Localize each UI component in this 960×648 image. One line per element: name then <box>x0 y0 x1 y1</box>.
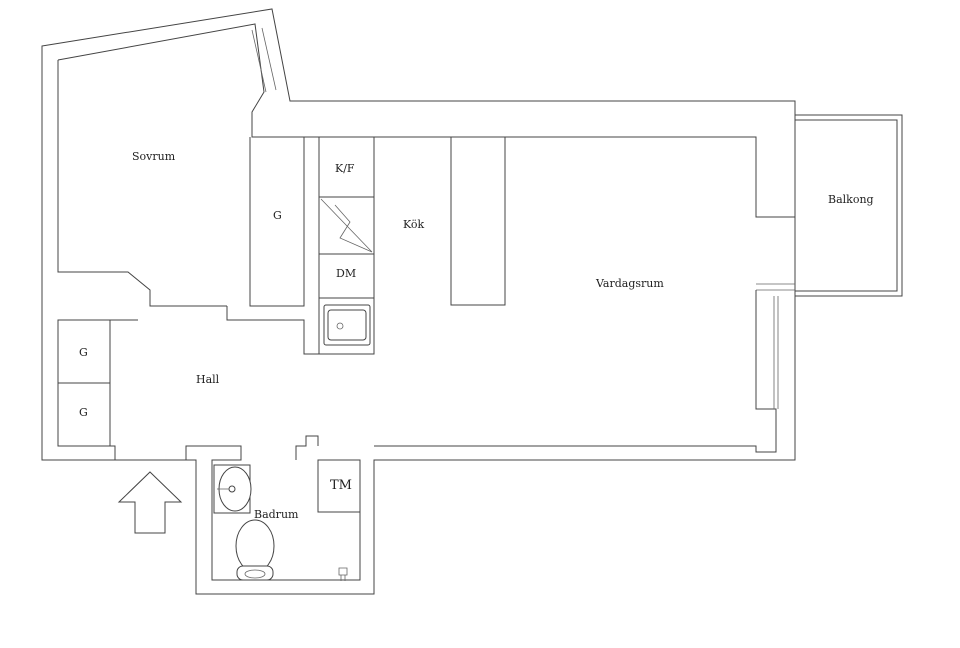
room-label-vardagsrum: Vardagsrum <box>595 277 664 290</box>
fixture-label-kf: K/F <box>335 162 355 175</box>
kitchen-counter <box>318 136 375 355</box>
bathroom-fixtures <box>213 464 348 581</box>
balcony-outline <box>756 114 903 297</box>
closet-label-g-upper: G <box>79 346 88 359</box>
fixture-label-dm: DM <box>336 267 356 280</box>
fixture-label-tm: TM <box>330 478 352 493</box>
bathroom-walls <box>185 435 361 581</box>
entrance-arrow-icon <box>117 471 183 534</box>
room-label-balkong: Balkong <box>828 193 874 206</box>
room-label-kok: Kök <box>403 218 425 231</box>
room-label-hall: Hall <box>196 373 220 386</box>
room-label-sovrum: Sovrum <box>132 150 176 163</box>
hall-closets <box>57 319 138 460</box>
living-room-walls <box>374 290 779 453</box>
closet-label-g: G <box>273 209 282 222</box>
closet-label-g-lower: G <box>79 406 88 419</box>
room-label-badrum: Badrum <box>254 508 299 521</box>
kitchen-island <box>450 136 506 306</box>
outer-walls <box>41 8 796 595</box>
